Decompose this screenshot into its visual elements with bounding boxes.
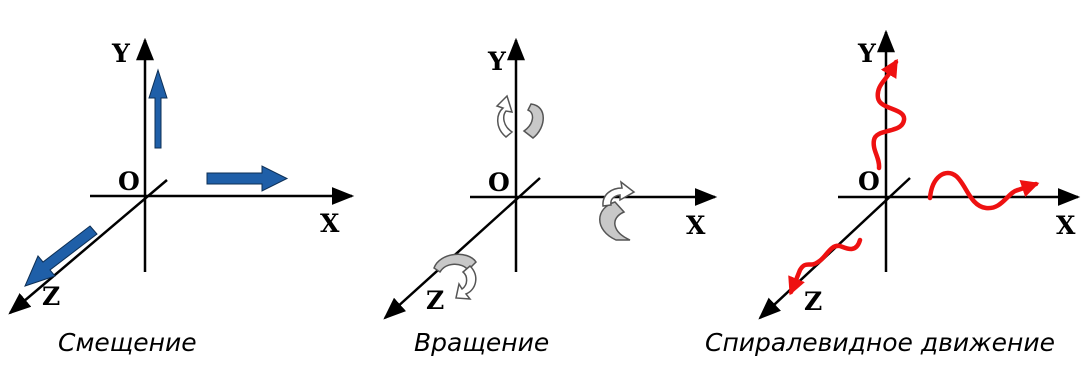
x-label: X xyxy=(1056,211,1076,240)
z-axis xyxy=(383,177,541,320)
panel-spiral: Y O X Z xyxy=(758,29,1081,320)
rotation-arrow-y xyxy=(495,94,544,139)
rotation-arrow-z xyxy=(433,253,477,300)
axes xyxy=(383,37,718,320)
z-label: Z xyxy=(426,286,444,315)
caption-rotation: Вращение xyxy=(414,328,550,357)
y-label: Y xyxy=(487,47,507,76)
origin-label: O xyxy=(858,167,880,196)
x-label: X xyxy=(686,211,706,240)
caption-translation: Смещение xyxy=(58,328,197,357)
spiral-along-z xyxy=(788,237,863,296)
origin-label: O xyxy=(488,168,510,197)
z-axis xyxy=(8,179,168,315)
y-label: Y xyxy=(111,39,131,68)
caption-spiral: Спиралевидное движение xyxy=(705,328,1055,357)
x-label: X xyxy=(320,209,340,238)
y-label: Y xyxy=(857,39,877,68)
z-label: Z xyxy=(42,282,60,311)
diagonal-arrow xyxy=(24,225,98,287)
up-arrow xyxy=(148,68,168,149)
panel-rotation: Y O X Z xyxy=(383,37,718,320)
origin-label: O xyxy=(118,167,140,196)
z-label: Z xyxy=(804,287,822,316)
spiral-along-y xyxy=(871,58,907,171)
panel-translation: Y O X Z xyxy=(8,37,355,315)
right-arrow xyxy=(206,165,289,192)
spiral-along-x xyxy=(927,170,1040,211)
axes xyxy=(8,37,355,315)
axes xyxy=(758,29,1081,320)
rotation-arrow-x xyxy=(599,180,636,241)
